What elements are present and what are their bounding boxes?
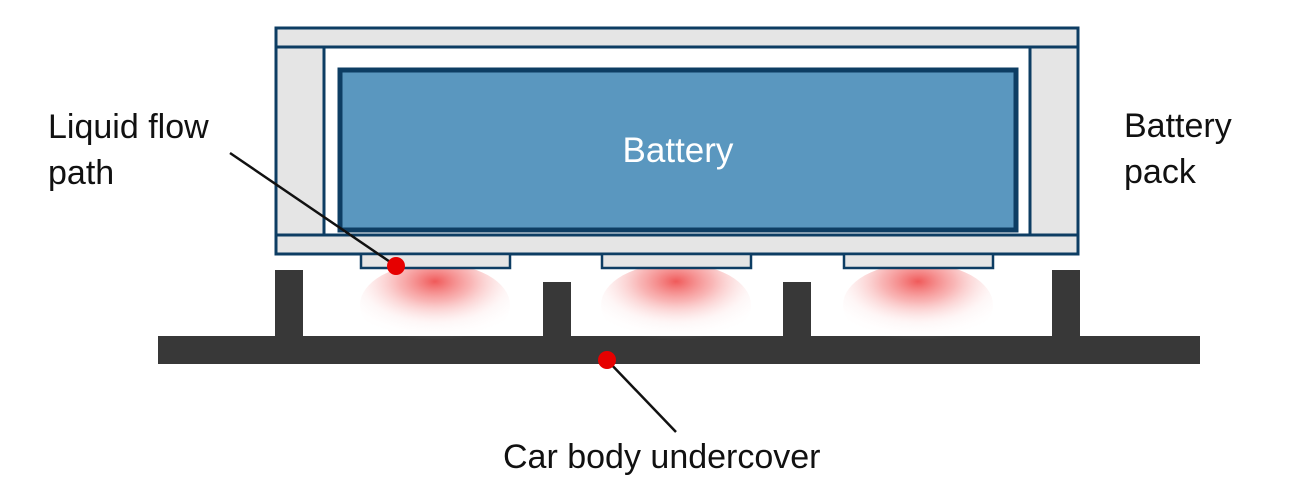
liquid-flow-marker bbox=[387, 257, 405, 275]
liquid-flow-leader-line bbox=[229, 151, 397, 268]
liquid-flow-path-line-1: Liquid flow bbox=[48, 108, 209, 146]
liquid-flow-path-line-2: path bbox=[48, 154, 115, 192]
undercover-leader-line bbox=[606, 359, 677, 433]
battery-pack-label: Battery pack bbox=[1124, 103, 1232, 195]
battery-pack-line-1: Battery bbox=[1124, 107, 1232, 145]
undercover-marker bbox=[598, 351, 616, 369]
undercover-post bbox=[783, 282, 811, 340]
liquid-flow-channel bbox=[842, 252, 995, 270]
heat-glow bbox=[360, 263, 510, 347]
battery-pack-line-2: pack bbox=[1124, 153, 1196, 191]
battery-label: Battery bbox=[622, 131, 734, 170]
undercover-post bbox=[275, 270, 303, 340]
heat-glow bbox=[601, 263, 751, 347]
undercover-post bbox=[1052, 270, 1080, 340]
undercover-post bbox=[543, 282, 571, 340]
liquid-flow-path-label: Liquid flow path bbox=[48, 104, 209, 196]
liquid-flow-channel bbox=[600, 252, 753, 270]
battery-module bbox=[337, 67, 1019, 233]
heat-glow bbox=[843, 263, 993, 347]
car-body-undercover-label: Car body undercover bbox=[503, 438, 821, 476]
